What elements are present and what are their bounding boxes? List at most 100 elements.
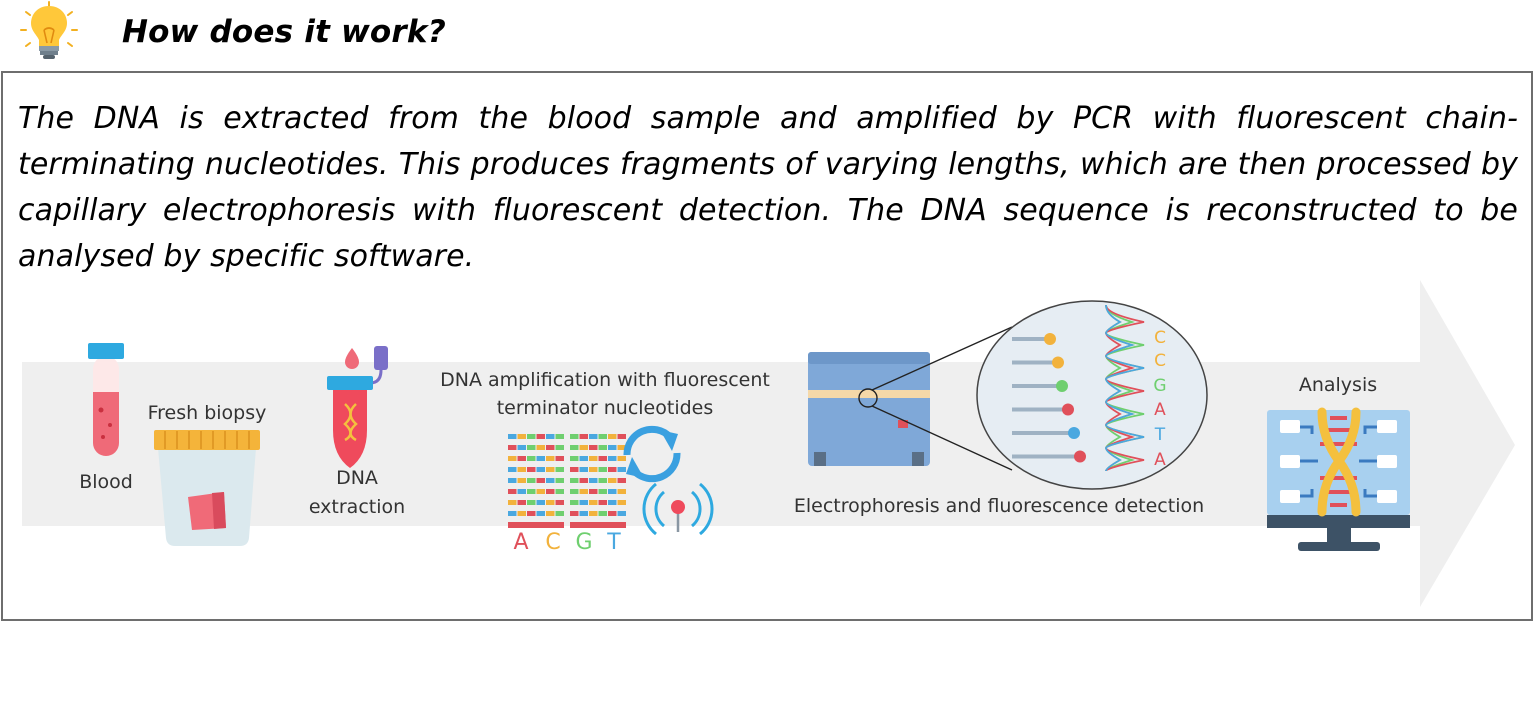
gel-segment <box>517 478 526 483</box>
gel-segment <box>608 456 617 461</box>
gel-segment <box>570 489 579 494</box>
gel-segment <box>546 445 555 450</box>
gel-segment <box>579 478 588 483</box>
label-electrophoresis: Electrophoresis and fluorescence detecti… <box>794 495 1204 517</box>
gel-segment <box>527 511 536 516</box>
gel-segment <box>598 511 607 516</box>
cycle-arrows-icon <box>623 425 681 483</box>
gel-segment <box>527 467 536 472</box>
gel-segment <box>570 456 579 461</box>
gel-segment <box>555 445 564 450</box>
gel-segment <box>579 489 588 494</box>
gel-segment <box>517 434 526 439</box>
gel-segment <box>527 500 536 505</box>
gel-segment <box>589 478 598 483</box>
label-analysis: Analysis <box>1299 374 1377 396</box>
gel-segment <box>598 456 607 461</box>
gel-segment <box>546 489 555 494</box>
gel-segment <box>517 500 526 505</box>
electrophoresis-machine-icon <box>808 352 930 466</box>
gel-segment <box>527 478 536 483</box>
gel-segment <box>536 489 545 494</box>
fragment-gel-icon <box>508 434 626 528</box>
gel-segment <box>579 434 588 439</box>
gel-segment <box>579 511 588 516</box>
read-base-1: C <box>1154 328 1166 348</box>
detection-zoom-icon: C C G A T A <box>976 300 1208 490</box>
label-terminator-nucleotides: terminator nucleotides <box>497 397 714 419</box>
header: How does it work? <box>0 0 1536 72</box>
gel-segment <box>508 456 517 461</box>
gel-segment <box>570 478 579 483</box>
gel-segment <box>536 434 545 439</box>
gel-segment <box>508 489 517 494</box>
gel-segment <box>546 511 555 516</box>
gel-segment <box>527 456 536 461</box>
gel-segment <box>617 511 626 516</box>
gel-segment <box>546 467 555 472</box>
gel-segment <box>598 445 607 450</box>
gel-segment <box>617 434 626 439</box>
gel-segment <box>589 489 598 494</box>
gel-label-g: G <box>575 530 592 555</box>
gel-segment <box>617 456 626 461</box>
gel-segment <box>555 489 564 494</box>
gel-segment <box>555 511 564 516</box>
gel-segment <box>589 434 598 439</box>
gel-segment <box>508 445 517 450</box>
fluorescence-signal-icon <box>642 482 714 536</box>
gel-segment <box>517 511 526 516</box>
gel-segment <box>617 489 626 494</box>
gel-segment <box>517 467 526 472</box>
gel-segment <box>617 500 626 505</box>
gel-segment <box>589 511 598 516</box>
gel-segment <box>508 500 517 505</box>
analysis-monitor-icon <box>1267 407 1410 551</box>
gel-segment <box>608 445 617 450</box>
strand-terminator <box>1062 403 1074 416</box>
gel-segment <box>598 467 607 472</box>
gel-segment <box>608 500 617 505</box>
gel-segment <box>598 500 607 505</box>
gel-segment <box>555 456 564 461</box>
strand-terminator <box>1068 427 1080 439</box>
strand-terminator <box>1056 380 1068 392</box>
gel-segment <box>555 500 564 505</box>
gel-segment <box>608 467 617 472</box>
label-blood: Blood <box>79 471 133 493</box>
gel-segment <box>536 445 545 450</box>
label-fresh-biopsy: Fresh biopsy <box>148 402 267 424</box>
gel-segment <box>608 511 617 516</box>
gel-segment <box>608 434 617 439</box>
gel-segment <box>570 445 579 450</box>
gel-base-labels: A C G T <box>513 530 621 555</box>
gel-segment <box>598 434 607 439</box>
gel-segment <box>555 434 564 439</box>
gel-segment <box>579 500 588 505</box>
gel-segment <box>536 456 545 461</box>
gel-segment <box>579 467 588 472</box>
gel-segment <box>617 445 626 450</box>
gel-segment <box>546 500 555 505</box>
gel-segment <box>536 478 545 483</box>
gel-segment <box>589 456 598 461</box>
read-base-4: A <box>1154 400 1166 420</box>
gel-segment <box>546 478 555 483</box>
gel-segment <box>536 467 545 472</box>
process-arrow <box>22 280 1515 607</box>
gel-segment <box>589 445 598 450</box>
gel-segment <box>527 489 536 494</box>
gel-segment <box>555 478 564 483</box>
gel-segment <box>598 478 607 483</box>
gel-label-t: T <box>606 530 621 555</box>
gel-segment <box>517 489 526 494</box>
gel-segment <box>570 434 579 439</box>
zoom-lines <box>858 326 1013 471</box>
gel-segment <box>608 489 617 494</box>
gel-segment <box>527 445 536 450</box>
biopsy-jar-icon <box>154 430 260 546</box>
gel-segment <box>508 467 517 472</box>
gel-segment <box>598 489 607 494</box>
gel-segment <box>570 511 579 516</box>
read-base-6: A <box>1154 450 1166 470</box>
